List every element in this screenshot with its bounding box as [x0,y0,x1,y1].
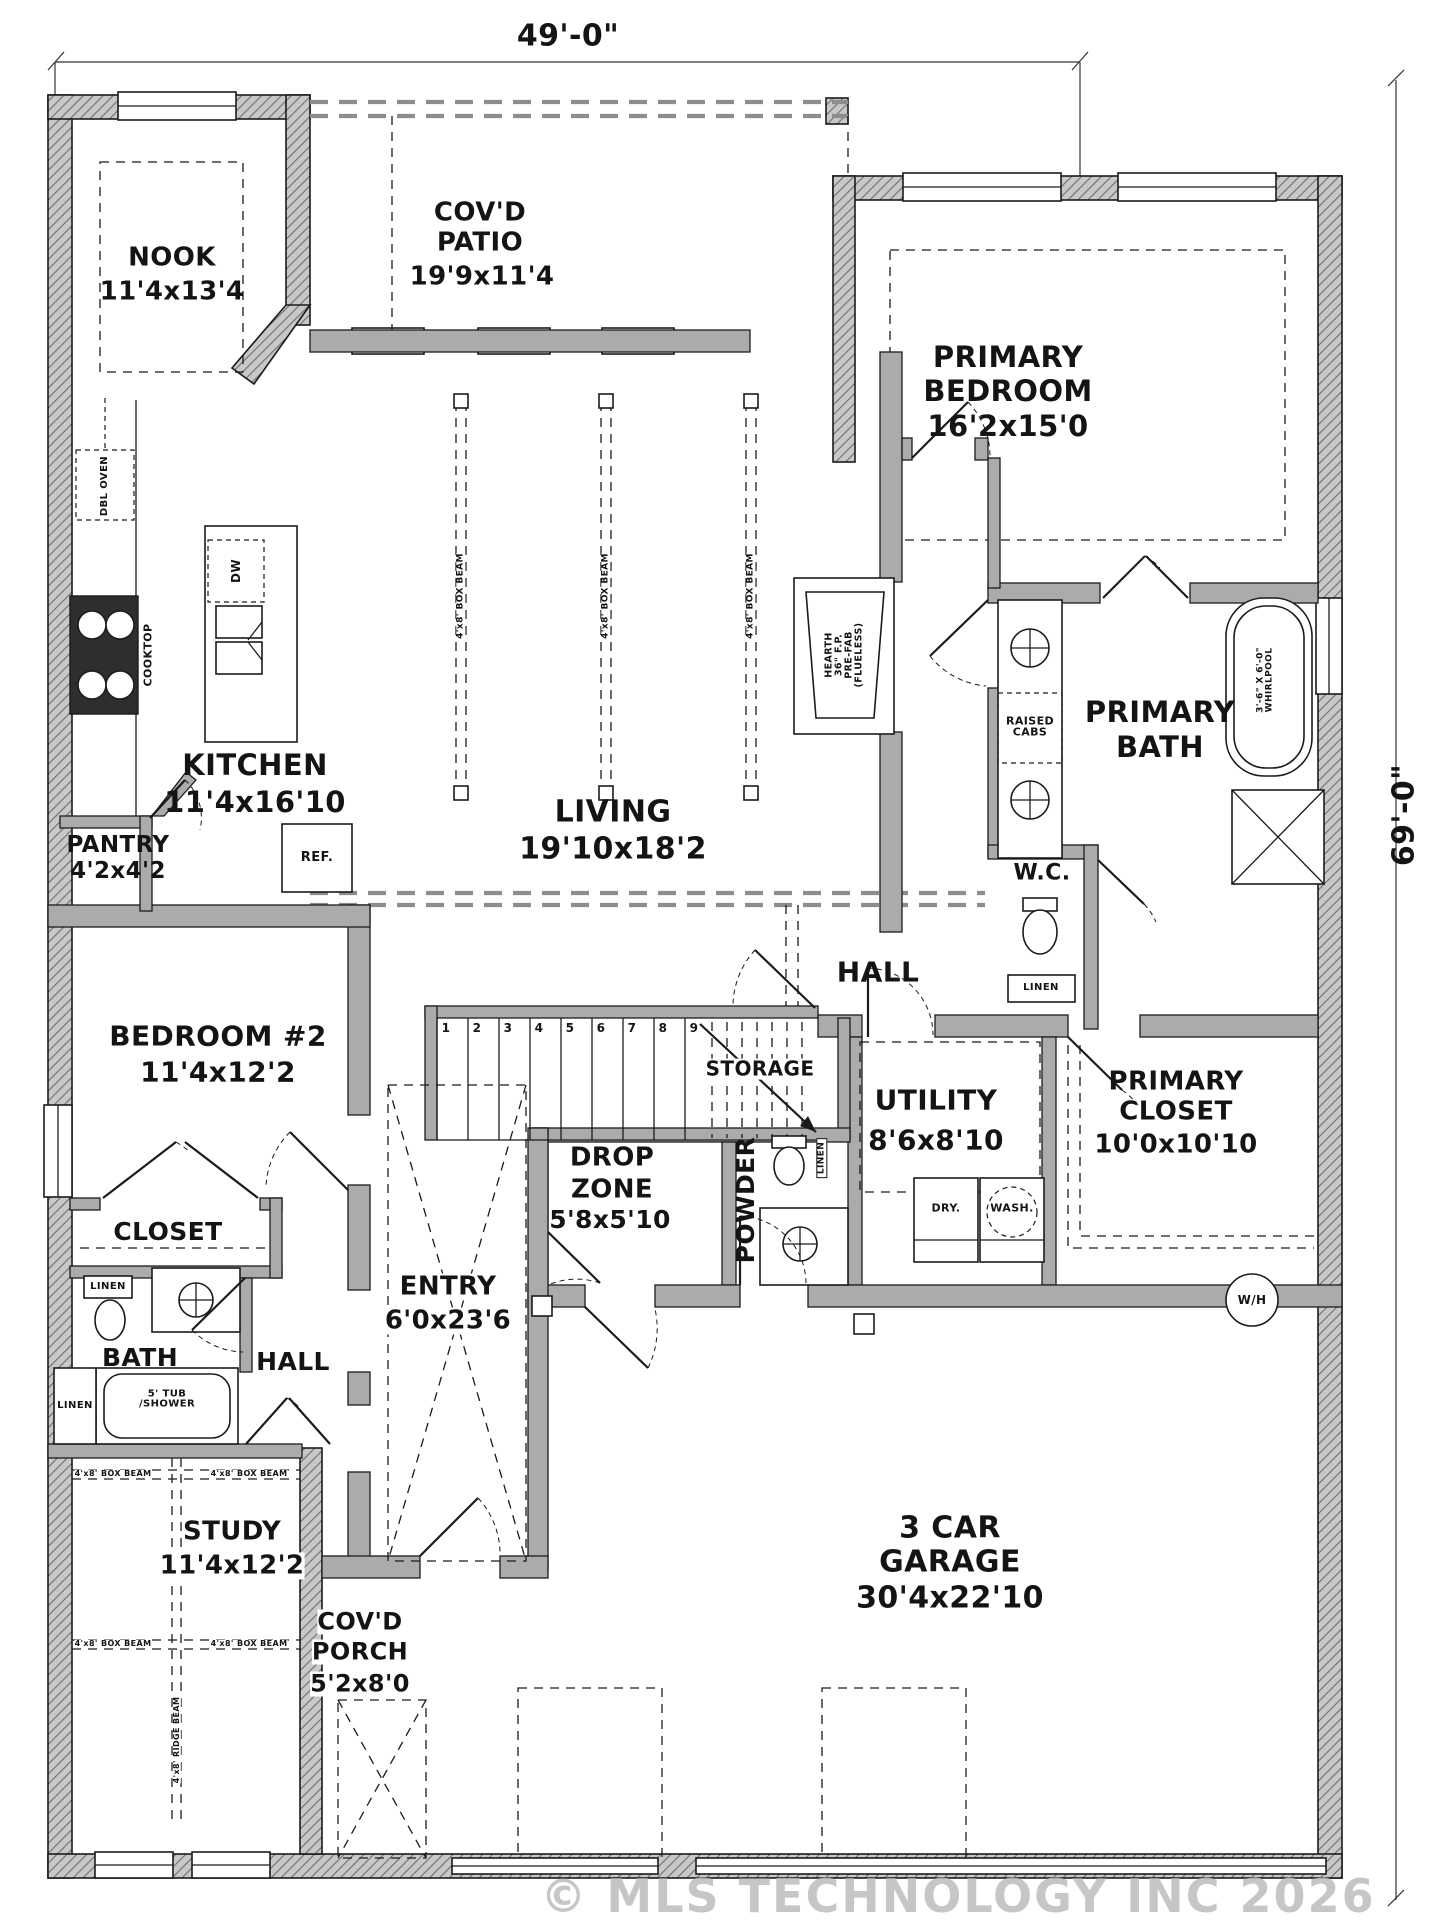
beam-label-study-2: 4'x8' BOX BEAM [210,1468,288,1479]
powder-fixtures [759,1135,849,1286]
room-label-patio-1: COV'D [433,197,527,228]
room-label-nook: NOOK [128,242,216,273]
room-size-primary-bedroom: 16'2x15'0 [927,408,1089,443]
beam-label-living-3: 4'x8' BOX BEAM [745,553,756,639]
room-label-primary-closet-1: PRIMARY [1108,1066,1244,1097]
whirlpool-line-2: WHIRLPOOL [1265,647,1275,713]
fixture-label-dishwasher: DW [228,559,243,583]
room-label-entry: ENTRY [399,1271,497,1302]
room-label-patio-2: PATIO [436,227,524,258]
room-size-study: 11'4x12'2 [159,1550,305,1581]
room-label-bath2: BATH [101,1343,179,1372]
room-label-hall2: HALL [256,1347,330,1376]
watermark: © MLS TECHNOLOGY INC 2026 [540,1869,1376,1923]
storage-area [711,1022,803,1138]
room-label-primary-bath-1: PRIMARY [1084,694,1236,729]
room-label-utility: UTILITY [874,1083,998,1117]
fixture-label-oven: DBL OVEN [98,455,110,517]
beam-label-study-4: 4'x8' BOX BEAM [210,1638,288,1649]
room-label-primary-bath-2: BATH [1116,729,1204,764]
fixture-label-linen-tub: LINEN [57,1399,93,1411]
room-label-drop-zone-1: DROP [569,1142,655,1173]
fixture-label-linen-bath: LINEN [90,1280,126,1292]
room-label-garage-1: 3 CAR [899,1510,1001,1546]
beam-label-living-2: 4'x8' BOX BEAM [600,553,611,639]
room-size-patio: 19'9x11'4 [409,261,555,292]
room-size-living: 19'10x18'2 [519,831,707,867]
room-label-drop-zone-2: ZONE [570,1174,654,1205]
dimension-width-label: 49'-0" [516,18,620,54]
kitchen-fixtures [69,398,353,893]
room-label-living: LIVING [554,794,672,830]
room-label-bedroom2: BEDROOM #2 [109,1019,327,1053]
beam-label-living-1: 4'x8' BOX BEAM [455,553,466,639]
stair-tread-8: 8 [658,1020,668,1035]
fixture-label-refrigerator: REF. [300,850,334,866]
stair-tread-5: 5 [565,1020,575,1035]
fixture-label-raised-cabs: RAISED CABS [1005,714,1055,739]
box-beams-living [453,393,759,801]
room-label-pantry: PANTRY [66,832,170,859]
stair-tread-1: 1 [441,1020,451,1035]
room-label-primary-closet-2: CLOSET [1119,1096,1233,1127]
room-size-nook: 11'4x13'4 [99,276,245,307]
room-size-pantry: 4'2x4'2 [70,858,166,885]
room-size-drop-zone: 5'8x5'10 [549,1205,671,1234]
fixture-label-linen-wc: LINEN [1023,981,1059,993]
room-label-primary-bedroom-1: PRIMARY [932,339,1084,374]
dimension-height-label: 69'-0" [1386,763,1422,867]
room-label-storage: STORAGE [703,1056,817,1081]
interior-walls [47,329,1343,1579]
room-size-utility: 8'6x8'10 [868,1123,1004,1157]
fixture-label-cooktop: COOKTOP [141,623,155,687]
tub-line-2: /SHOWER [138,1399,196,1410]
fixture-label-washer: WASH. [990,1201,1034,1215]
fireplace [793,577,895,735]
exterior-walls [47,94,1343,1879]
beam-label-ridge: 4'x8' RIDGE BEAM [171,1696,182,1784]
stair-tread-9: 9 [689,1020,699,1035]
room-label-primary-bedroom-2: BEDROOM [923,373,1093,408]
stair-tread-7: 7 [627,1020,637,1035]
doors[interactable] [102,401,1189,1557]
fixture-label-whirlpool: 3'-6" X 6'-0" WHIRLPOOL [1256,647,1276,713]
room-label-garage-2: GARAGE [879,1544,1021,1580]
room-label-powder: POWDER [731,1136,760,1264]
utility-fixtures [859,1041,1045,1263]
room-label-porch-2: PORCH [311,1637,409,1666]
room-label-hall-primary: HALL [836,955,920,989]
room-size-garage: 30'4x22'10 [856,1580,1044,1616]
stair-tread-2: 2 [472,1020,482,1035]
stair-tread-3: 3 [503,1020,513,1035]
tub-line-1: 5' TUB [147,1388,187,1400]
room-size-bedroom2: 11'4x12'2 [140,1055,296,1089]
fireplace-line-4: (FLUELESS) [852,622,864,688]
fixture-label-tub: 5' TUB /SHOWER [138,1388,196,1411]
fixture-label-water-heater: W/H [1237,1292,1267,1307]
room-size-kitchen: 11'4x16'10 [164,784,346,819]
room-label-kitchen: KITCHEN [182,747,328,782]
garage-features [451,1273,1327,1875]
room-size-porch: 5'2x8'0 [310,1669,410,1698]
primary-closet-shelving [1067,1045,1314,1249]
room-size-entry: 6'0x23'6 [384,1305,512,1336]
fixture-label-linen-powder: LINEN [816,1137,828,1179]
stair-tread-6: 6 [596,1020,606,1035]
primary-bath-fixtures [997,597,1325,1003]
fixture-label-fireplace: HEARTH 36" F.P. PRE-FAB (FLUELESS) [823,622,864,688]
beam-label-study-3: 4'x8' BOX BEAM [74,1638,152,1649]
room-label-porch-1: COV'D [317,1607,403,1636]
dimension-lines [47,51,1405,1907]
stairs[interactable] [436,1018,818,1141]
room-label-closet2: CLOSET [113,1217,223,1246]
fixture-label-dryer: DRY. [931,1201,961,1215]
room-size-primary-closet: 10'0x10'10 [1094,1129,1258,1160]
bath2-fixtures [53,1247,268,1445]
stair-tread-4: 4 [534,1020,544,1035]
beam-label-study-1: 4'x8' BOX BEAM [74,1468,152,1479]
room-label-study: STUDY [182,1516,282,1547]
room-label-wc: W.C. [1013,860,1071,886]
